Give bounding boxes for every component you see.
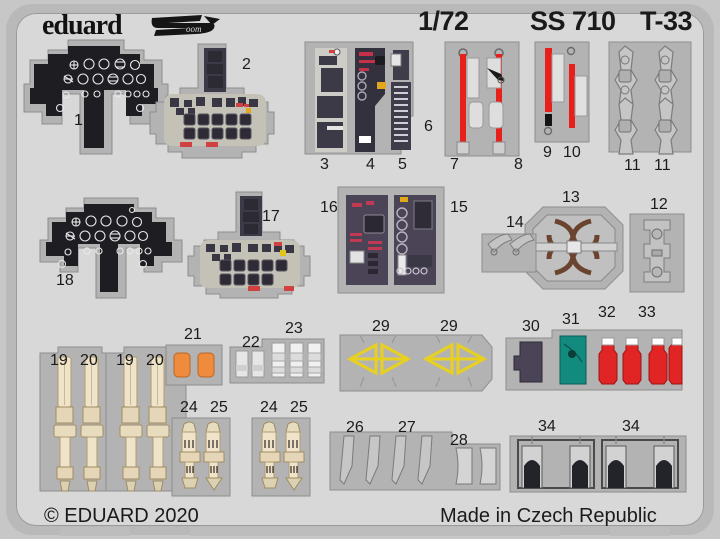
part-label-11a: 11 xyxy=(624,157,641,174)
part-13-control-yoke xyxy=(524,206,624,290)
part-label-31: 31 xyxy=(562,311,580,328)
part-label-28: 28 xyxy=(450,432,468,449)
part-label-7: 7 xyxy=(450,156,459,173)
part-2-front-cockpit-tub xyxy=(149,43,275,159)
part-label-18: 18 xyxy=(56,272,74,289)
fret-tab-bottom-1 xyxy=(60,527,130,536)
part-label-26: 26 xyxy=(346,419,364,436)
parts-7-8-red-levers xyxy=(444,41,520,157)
part-1-instrument-panel xyxy=(23,39,169,155)
parts-29-yellow-frames xyxy=(339,334,493,392)
part-label-29b: 29 xyxy=(440,318,458,335)
part-label-19a: 19 xyxy=(50,352,68,369)
part-label-16: 16 xyxy=(320,199,338,216)
part-label-24b: 24 xyxy=(260,399,278,416)
part-label-5: 5 xyxy=(398,156,407,173)
part-label-20b: 20 xyxy=(146,352,164,369)
eduard-brand-wordmark: eduard xyxy=(42,10,123,41)
fret-tab-bottom-2 xyxy=(190,527,560,536)
part-label-13: 13 xyxy=(562,189,580,206)
part-17-rear-cockpit-tub xyxy=(187,191,311,299)
svg-text:oom: oom xyxy=(186,24,202,34)
part-label-23: 23 xyxy=(285,320,303,337)
fret-tab-top-3 xyxy=(486,4,606,13)
part-label-12: 12 xyxy=(650,196,668,213)
part-label-30: 30 xyxy=(522,318,540,335)
part-label-29a: 29 xyxy=(372,318,390,335)
scale-label: 1/72 xyxy=(418,6,469,36)
part-14-brackets xyxy=(481,233,537,273)
parts-22-23-buckles xyxy=(229,338,325,384)
fret-tab-top-1 xyxy=(90,4,150,13)
part-label-32: 32 xyxy=(598,304,616,321)
zoom-script-logo: oom xyxy=(151,15,220,36)
subject-label: T-33 xyxy=(640,6,693,36)
parts-26-27-28-carrier xyxy=(329,431,501,491)
part-label-14: 14 xyxy=(506,214,524,231)
origin-text: Made in Czech Republic xyxy=(440,505,657,527)
parts-9-10-red-placards xyxy=(534,41,590,143)
part-label-19b: 19 xyxy=(116,352,134,369)
fret-tab-bottom-3 xyxy=(610,527,670,536)
product-code-label: SS 710 xyxy=(530,6,616,36)
parts-3-4-5-6-carrier xyxy=(304,41,414,155)
part-label-34a: 34 xyxy=(538,418,556,435)
part-label-25a: 25 xyxy=(210,399,228,416)
parts-24-25-harness-left xyxy=(171,417,231,497)
part-label-33: 33 xyxy=(638,304,656,321)
part-label-3: 3 xyxy=(320,156,329,173)
part-label-34b: 34 xyxy=(622,418,640,435)
parts-34-seat-pans xyxy=(509,435,687,493)
part-label-6: 6 xyxy=(424,118,433,135)
parts-11-rudder-pedals xyxy=(608,41,692,155)
part-label-15: 15 xyxy=(450,199,468,216)
parts-15-16-carrier xyxy=(337,186,445,294)
parts-24-25-harness-right xyxy=(251,417,311,497)
copyright-text: © EDUARD 2020 xyxy=(44,505,199,527)
part-label-10: 10 xyxy=(563,144,581,161)
part-label-2: 2 xyxy=(242,56,251,73)
part-21-orange-pads xyxy=(165,344,223,386)
part-label-21: 21 xyxy=(184,326,202,343)
part-label-17: 17 xyxy=(262,208,280,225)
part-label-27: 27 xyxy=(398,419,416,436)
part-label-9: 9 xyxy=(543,144,552,161)
parts-19-20-lap-belts-left xyxy=(39,346,121,492)
part-label-1: 1 xyxy=(74,112,83,129)
part-label-4: 4 xyxy=(366,156,375,173)
part-label-8: 8 xyxy=(514,156,523,173)
fret-tab-top-2 xyxy=(238,4,418,13)
part-label-25b: 25 xyxy=(290,399,308,416)
parts-30-33-carrier xyxy=(505,329,683,391)
part-18-rear-instrument-panel xyxy=(39,197,183,299)
part-label-11b: 11 xyxy=(654,157,671,174)
part-label-20a: 20 xyxy=(80,352,98,369)
part-label-22: 22 xyxy=(242,334,260,351)
part-12-linkage-bar xyxy=(629,213,685,293)
part-label-24a: 24 xyxy=(180,399,198,416)
